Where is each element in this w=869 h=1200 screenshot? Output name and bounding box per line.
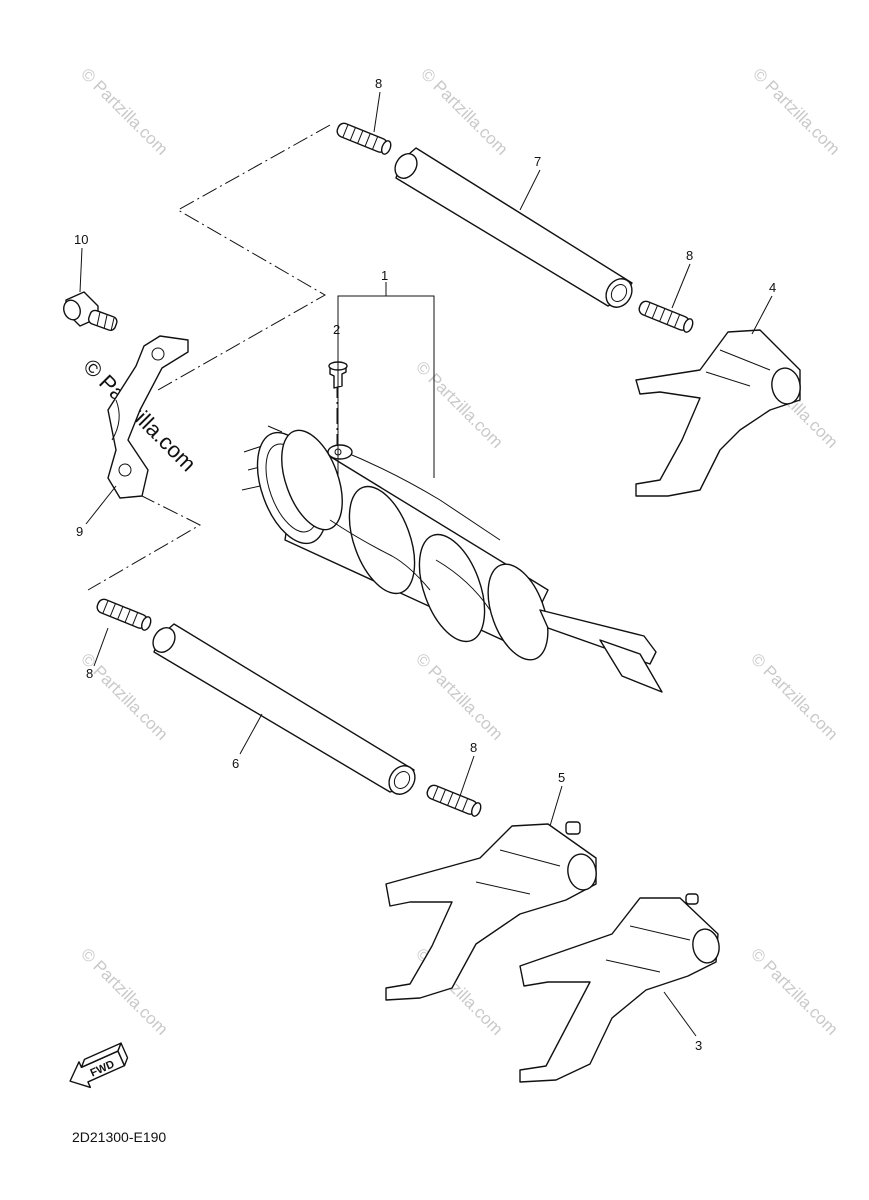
part-shift-drum-1 [241,425,663,693]
callout-3: 3 [695,1038,702,1053]
watermark: © Partzilla.com [417,64,511,158]
watermark: © Partzilla.com [749,64,843,158]
watermark: © Partzilla.com [412,357,506,451]
callout-8-bottom: 8 [470,740,477,755]
part-shift-fork-shaft-7 [394,147,633,308]
part-bolt-10 [63,291,118,332]
callout-1: 1 [381,268,388,283]
watermark: © Partzilla.com [747,649,841,743]
callout-6: 6 [232,756,239,771]
part-shift-fork-shaft-6 [152,623,416,795]
diagram-code: 2D21300-E190 [72,1129,166,1145]
callout-8-right: 8 [686,248,693,263]
callout-8-left: 8 [86,666,93,681]
part-plate-9 [107,335,189,499]
watermark: © Partzilla.com [77,944,171,1038]
callout-9: 9 [76,524,83,539]
watermark: © Partzilla.com [77,649,171,743]
part-spring-8-left [96,598,152,631]
callout-5: 5 [558,770,565,785]
callout-labels: 1 2 3 4 5 6 7 8 8 8 8 9 10 [74,76,776,1053]
callout-8-top: 8 [375,76,382,91]
part-shift-fork-5 [385,821,597,1001]
callout-leaders [79,91,773,1037]
part-shift-fork-4 [635,329,801,497]
callout-7: 7 [534,154,541,169]
part-spring-8-right [638,300,694,333]
part-shift-fork-3 [519,893,720,1083]
part-spring-8-top [336,122,392,155]
fwd-arrow-icon: FWD [69,1042,129,1089]
callout-10: 10 [74,232,88,247]
callout-2: 2 [333,322,340,337]
watermark: © Partzilla.com [412,649,506,743]
watermark: © Partzilla.com [747,944,841,1038]
watermark: © Partzilla.com [77,64,171,158]
part-spring-8-bottom [426,784,482,817]
assembly-dash-lines [87,124,338,591]
callout-4: 4 [769,280,776,295]
